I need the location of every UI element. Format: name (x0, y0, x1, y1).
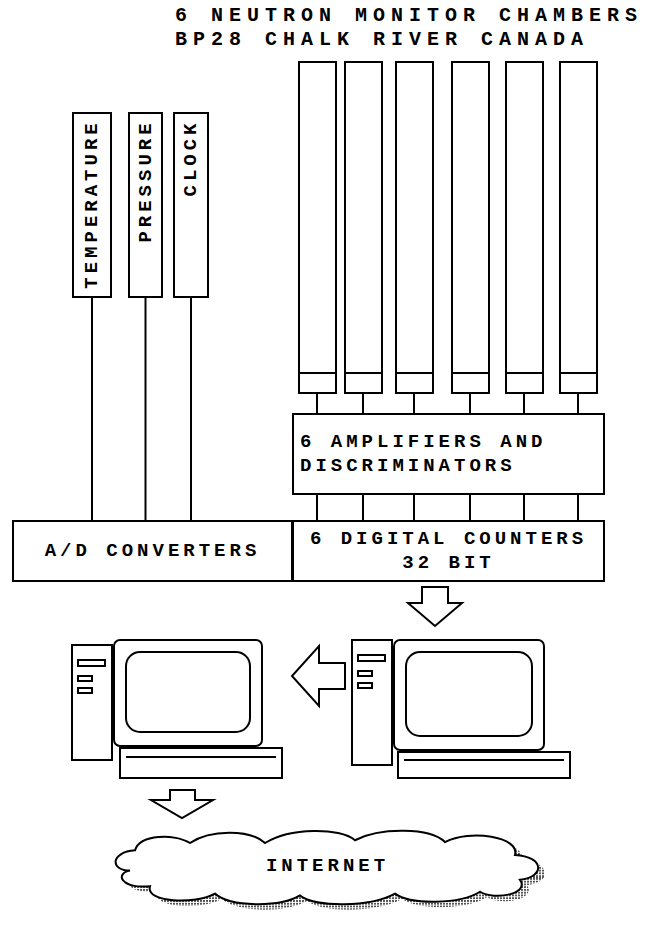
computer-base (120, 748, 282, 778)
sensor-box: CLOCK (173, 112, 209, 298)
block-arrow (408, 587, 462, 626)
node-label: INTERNET (266, 854, 389, 878)
chamber-tube (345, 62, 382, 393)
connector-wire (91, 298, 93, 520)
drive-slot (358, 655, 385, 661)
amplifier-box: 6 AMPLIFIERS AND DISCRIMINATORS (292, 413, 605, 495)
drive-slot (78, 660, 105, 666)
block-arrow (292, 646, 345, 706)
connector-wire (145, 298, 147, 520)
drive-slot (78, 688, 92, 693)
tube-wire (362, 393, 364, 413)
base-edge (126, 756, 276, 758)
tube-band (396, 372, 433, 374)
connector-wire (362, 495, 364, 520)
drive-slot (78, 676, 92, 681)
node-label: A/D CONVERTERS (45, 539, 261, 563)
tube-wire (413, 393, 415, 413)
connector-wire (413, 495, 415, 520)
computer-monitor (394, 640, 544, 750)
computer-left (72, 640, 282, 778)
monitor-screen (406, 652, 532, 736)
connector-wire (577, 495, 579, 520)
node-label: 6 AMPLIFIERS AND DISCRIMINATORS (300, 430, 597, 478)
connector-wire (316, 495, 318, 520)
sensor-box: PRESSURE (128, 112, 163, 298)
connector-wire (469, 495, 471, 520)
computer-right (352, 640, 570, 778)
drive-slot (358, 683, 372, 688)
tube-band (452, 372, 489, 374)
tube-wire (577, 393, 579, 413)
base-edge (404, 759, 564, 761)
connector-wire (523, 495, 525, 520)
computer-tower (352, 640, 392, 765)
node-label: CLOCK (182, 119, 201, 196)
chamber-tube (452, 62, 489, 393)
block-arrow (151, 790, 213, 818)
sensor-box: TEMPERATURE (72, 112, 112, 298)
monitor-screen (126, 652, 250, 732)
tube-wire (316, 393, 318, 413)
tube-band (299, 372, 336, 374)
diagram-title: 6 NEUTRON MONITOR CHAMBERS BP28 CHALK RI… (175, 4, 667, 52)
drive-slot (358, 671, 372, 676)
chamber-tube (506, 62, 543, 393)
block-arrows (151, 587, 462, 818)
tube-band (506, 372, 543, 374)
chamber-tube (560, 62, 597, 393)
node-label: PRESSURE (136, 119, 155, 242)
computer-base (398, 752, 570, 778)
converter-box: A/D CONVERTERS (12, 520, 293, 582)
tube-band (560, 372, 597, 374)
chamber-tube (396, 62, 433, 393)
node-label: TEMPERATURE (83, 119, 102, 288)
tube-wire (469, 393, 471, 413)
chamber-tube (299, 62, 336, 393)
neutron-chambers (299, 62, 597, 413)
node-label: 6 DIGITAL COUNTERS 32 BIT (300, 527, 597, 575)
cloud-shape (116, 831, 539, 904)
computer-tower (72, 645, 112, 760)
connector-wire (190, 298, 192, 520)
tube-band (345, 372, 382, 374)
internet-cloud: INTERNET (100, 820, 555, 912)
computer-monitor (114, 640, 262, 746)
tube-wire (523, 393, 525, 413)
counter-box: 6 DIGITAL COUNTERS 32 BIT (292, 520, 605, 582)
